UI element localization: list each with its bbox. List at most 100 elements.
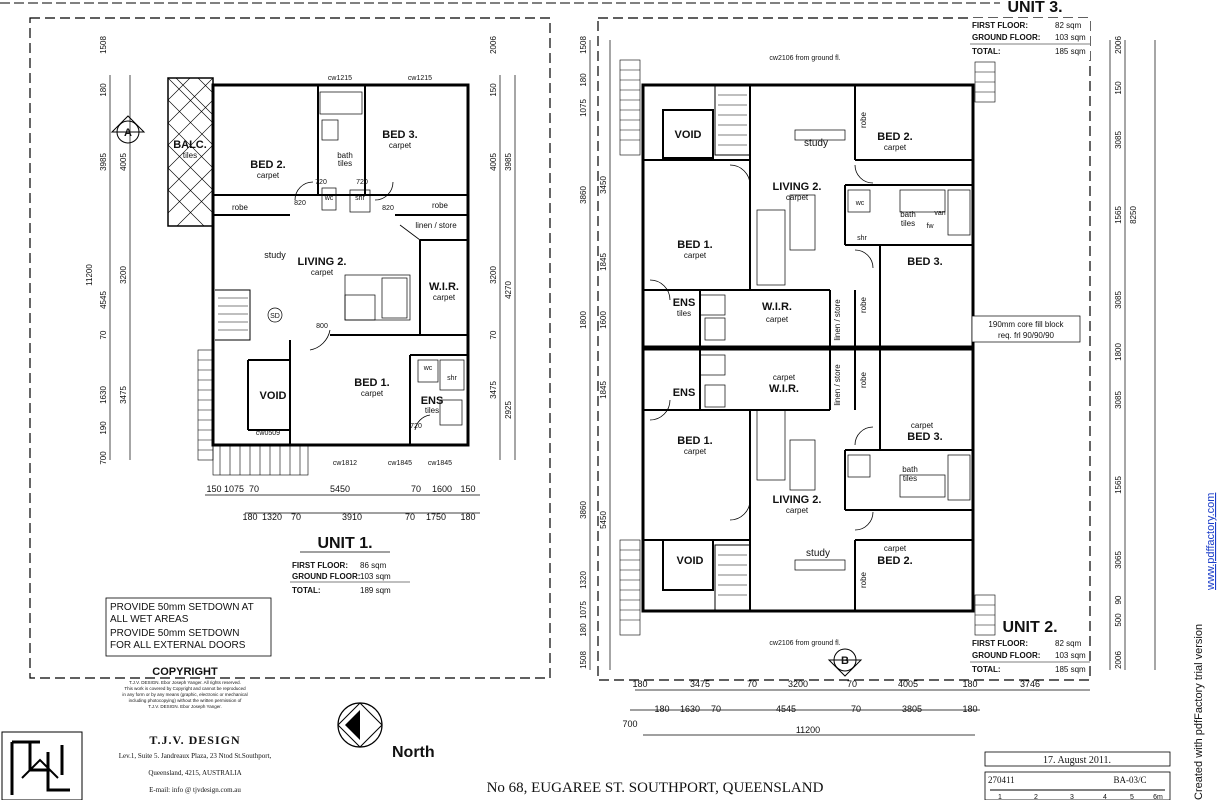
svg-text:1565: 1565 bbox=[1114, 206, 1123, 224]
u1-bed2-name: BED 2. bbox=[250, 159, 285, 171]
section-marker-b: B bbox=[827, 648, 863, 677]
u1-bed3-name: BED 3. bbox=[382, 129, 417, 141]
unit1-site-boundary bbox=[29, 17, 551, 679]
u1-living-name: LIVING 2. bbox=[298, 256, 347, 268]
svg-text:3450: 3450 bbox=[599, 176, 608, 194]
u3-wc: wc bbox=[855, 200, 865, 207]
notes-box: PROVIDE 50mm SETDOWN AT ALL WET AREAS PR… bbox=[105, 597, 272, 657]
svg-text:carpet: carpet bbox=[884, 143, 907, 152]
svg-text:103 sqm: 103 sqm bbox=[1055, 33, 1086, 42]
unit2-balcony bbox=[619, 539, 996, 636]
svg-text:190mm core fill block: 190mm core fill block bbox=[988, 320, 1064, 329]
u1-bed3-finish: carpet bbox=[389, 141, 412, 150]
unit3-furniture bbox=[699, 129, 971, 341]
u3-bed3: BED 3. bbox=[907, 256, 942, 268]
svg-text:carpet: carpet bbox=[786, 506, 809, 515]
drawing-date: 17. August 2011. bbox=[1043, 755, 1111, 766]
unit1-walls bbox=[211, 83, 470, 447]
svg-text:150: 150 bbox=[206, 484, 221, 494]
svg-text:70: 70 bbox=[99, 330, 108, 339]
svg-text:FIRST FLOOR:: FIRST FLOOR: bbox=[972, 21, 1028, 30]
u1-window-1: cw1215 bbox=[328, 75, 352, 82]
svg-text:1750: 1750 bbox=[426, 512, 446, 522]
u3-wir: W.I.R. bbox=[762, 301, 792, 313]
svg-text:3200: 3200 bbox=[489, 266, 498, 284]
svg-text:1508: 1508 bbox=[579, 651, 588, 669]
svg-text:carpet: carpet bbox=[911, 421, 934, 430]
u1-shr2: shr bbox=[447, 375, 457, 382]
svg-text:TOTAL:: TOTAL: bbox=[972, 47, 1001, 56]
u2-bed2: BED 2. bbox=[877, 555, 912, 567]
svg-text:3860: 3860 bbox=[579, 501, 588, 519]
u1-living-finish: carpet bbox=[311, 268, 334, 277]
svg-text:3: 3 bbox=[1070, 794, 1074, 800]
svg-text:1320: 1320 bbox=[579, 571, 588, 589]
unit3-balcony bbox=[619, 59, 996, 156]
u1-dims-right: 2006 150 4005 3985 3200 4270 70 3475 292… bbox=[489, 36, 513, 419]
u1-window-4: cw1845 bbox=[388, 460, 412, 467]
svg-text:carpet: carpet bbox=[884, 544, 907, 553]
svg-text:82 sqm: 82 sqm bbox=[1055, 21, 1082, 30]
copyright-text: T.J.V. DESIGN. Ebor Joseph Yanger. All r… bbox=[122, 680, 247, 709]
svg-text:70: 70 bbox=[405, 512, 415, 522]
svg-text:carpet: carpet bbox=[684, 251, 707, 260]
svg-text:req. frl 90/90/90: req. frl 90/90/90 bbox=[998, 331, 1055, 340]
svg-text:190: 190 bbox=[99, 421, 108, 435]
company-address-1: Lev.1, Suite 5. Jandreaux Plaza, 23 Ntod… bbox=[119, 752, 272, 760]
svg-text:150: 150 bbox=[1114, 81, 1123, 95]
u1-door-1: 820 bbox=[294, 200, 306, 207]
unit1-bath-fixtures bbox=[319, 91, 465, 426]
svg-text:4270: 4270 bbox=[504, 281, 513, 299]
svg-text:700: 700 bbox=[99, 451, 108, 465]
u1-door-6: 720 bbox=[410, 423, 422, 430]
svg-text:180: 180 bbox=[962, 679, 977, 689]
svg-text:6m: 6m bbox=[1153, 794, 1163, 800]
u1-bath-finish: tiles bbox=[338, 159, 352, 168]
svg-text:T.J.V. DESIGN. Ebor Joseph Yan: T.J.V. DESIGN. Ebor Joseph Yanger. bbox=[148, 704, 221, 709]
svg-text:90: 90 bbox=[1114, 595, 1123, 604]
svg-text:1630: 1630 bbox=[680, 704, 700, 714]
watermark-link[interactable]: www.pdffactory.com bbox=[1205, 493, 1217, 591]
u3-robe1: robe bbox=[859, 111, 868, 128]
svg-text:3985: 3985 bbox=[504, 153, 513, 171]
svg-text:5: 5 bbox=[1130, 794, 1134, 800]
svg-text:3475: 3475 bbox=[690, 679, 710, 689]
note-line-2: ALL WET AREAS bbox=[110, 614, 189, 625]
svg-text:82 sqm: 82 sqm bbox=[1055, 639, 1082, 648]
svg-text:3805: 3805 bbox=[902, 704, 922, 714]
svg-text:1: 1 bbox=[998, 794, 1002, 800]
u1-void-name: VOID bbox=[260, 390, 287, 402]
svg-text:tiles: tiles bbox=[677, 309, 691, 318]
unit1-living-furniture bbox=[267, 274, 411, 323]
svg-text:GROUND FLOOR:: GROUND FLOOR: bbox=[972, 651, 1040, 660]
u1-door-2: 820 bbox=[382, 205, 394, 212]
svg-text:4545: 4545 bbox=[776, 704, 796, 714]
svg-text:1845: 1845 bbox=[599, 381, 608, 399]
svg-text:1508: 1508 bbox=[99, 36, 108, 54]
svg-text:1845: 1845 bbox=[599, 253, 608, 271]
svg-text:86 sqm: 86 sqm bbox=[360, 561, 387, 570]
svg-text:180: 180 bbox=[579, 623, 588, 637]
u3-shr: shr bbox=[857, 235, 867, 242]
watermark-text: Created with pdfFactory trial version bbox=[1193, 624, 1205, 800]
svg-text:3065: 3065 bbox=[1114, 551, 1123, 569]
svg-text:180: 180 bbox=[460, 512, 475, 522]
marker-b-label: B bbox=[841, 655, 849, 667]
u1-bed2-finish: carpet bbox=[257, 171, 280, 180]
svg-text:180: 180 bbox=[579, 73, 588, 87]
svg-text:150: 150 bbox=[489, 83, 498, 97]
u3-robe2: robe bbox=[859, 296, 868, 313]
svg-text:70: 70 bbox=[489, 330, 498, 339]
svg-text:3985: 3985 bbox=[99, 153, 108, 171]
drawing-number: BA-03/C bbox=[1113, 775, 1146, 785]
u3-van: van bbox=[934, 210, 945, 217]
svg-text:2006: 2006 bbox=[1114, 651, 1123, 669]
unit1-dimension-lines bbox=[109, 75, 516, 514]
svg-text:1075: 1075 bbox=[579, 99, 588, 117]
svg-text:3475: 3475 bbox=[489, 381, 498, 399]
u3-study: study bbox=[804, 138, 828, 149]
svg-text:500: 500 bbox=[1114, 613, 1123, 627]
svg-text:1075: 1075 bbox=[579, 601, 588, 619]
svg-text:70: 70 bbox=[847, 679, 857, 689]
